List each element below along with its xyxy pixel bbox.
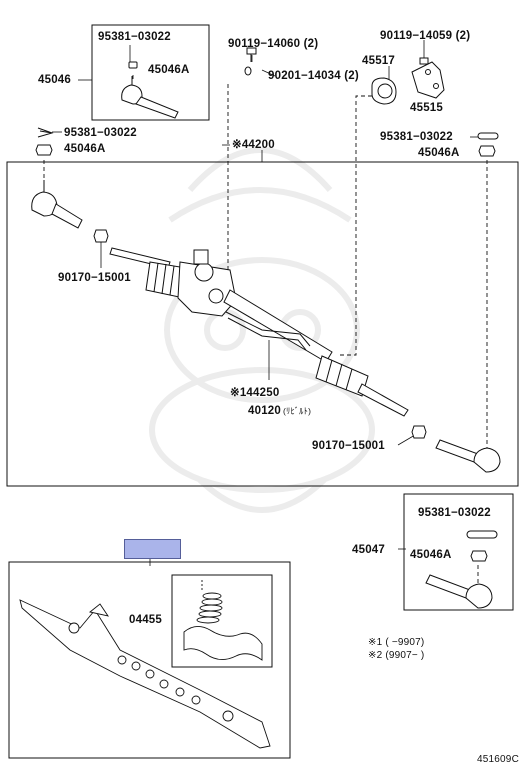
lower-rack-sketch: [19, 599, 271, 749]
steering-rack-assembly: [109, 247, 409, 417]
label-95381-03022-left: 95381−03022: [64, 127, 137, 139]
tie-rod-end-bottom: [425, 574, 493, 609]
label-90170-15001-left: 90170−15001: [58, 272, 131, 284]
diagram-code: 451609C: [477, 754, 519, 765]
cotter-pin-left: [37, 127, 54, 138]
label-45046a-inset: 45046A: [148, 64, 190, 76]
leader-lines: [52, 40, 485, 566]
bolt-90119-14060: [246, 47, 257, 62]
grommet-45517: [371, 77, 397, 105]
label-40120-suffix: (ﾘﾋﾞﾙﾄ): [282, 406, 312, 416]
label-95381-03022-bottom: 95381−03022: [418, 507, 491, 519]
note-2: ※2 (9907− ): [368, 650, 425, 661]
label-90170-15001-right: 90170−15001: [312, 440, 385, 452]
label-44200: ※44200: [232, 139, 275, 151]
nut-bottom: [470, 550, 488, 562]
label-45046a-left: 45046A: [64, 143, 106, 155]
bracket-45515: [411, 57, 445, 99]
label-45046a-bottom: 45046A: [410, 549, 452, 561]
frames: [6, 24, 519, 759]
nut-left: [35, 144, 53, 156]
spring-detail-frame: [171, 574, 273, 668]
label-04455: 04455: [129, 614, 162, 626]
note-1: ※1 ( −9907): [368, 637, 425, 648]
label-45046a-right: 45046A: [418, 147, 460, 159]
lock-nut-right: [411, 425, 427, 439]
inset-frame-45047: [403, 493, 514, 611]
label-90119-14059: 90119−14059 (2): [380, 30, 471, 42]
spring-detail: [183, 580, 263, 661]
label-90119-14060: 90119−14060 (2): [228, 38, 319, 50]
cotter-pin-right: [477, 132, 499, 140]
label-40120: 40120: [248, 405, 281, 417]
tie-rod-end-left: [31, 180, 83, 229]
label-40120-group: 40120(ﾘﾋﾞﾙﾄ): [248, 401, 311, 419]
lock-nut-left: [93, 229, 109, 243]
nut-right: [478, 145, 496, 157]
washer-90201: [244, 66, 252, 76]
label-144250: ※144250: [230, 387, 280, 399]
label-45517: 45517: [362, 55, 395, 67]
label-90201-14034: 90201−14034 (2): [268, 70, 359, 82]
inset-frame-45046: [91, 24, 210, 121]
watermark-crest: [149, 147, 375, 513]
tie-rod-end-right: [435, 439, 501, 473]
label-95381-03022-inset: 95381−03022: [98, 31, 171, 43]
main-assembly-frame: [6, 161, 519, 487]
tie-rod-end-inset: [121, 61, 179, 119]
cotter-pin-bottom: [466, 530, 498, 539]
label-95381-03022-right: 95381−03022: [380, 131, 453, 143]
label-45047: 45047: [352, 544, 385, 556]
label-45515: 45515: [410, 102, 443, 114]
label-45046: 45046: [38, 74, 71, 86]
lower-rack-frame: [8, 561, 291, 759]
highlight-tab[interactable]: [124, 539, 181, 559]
